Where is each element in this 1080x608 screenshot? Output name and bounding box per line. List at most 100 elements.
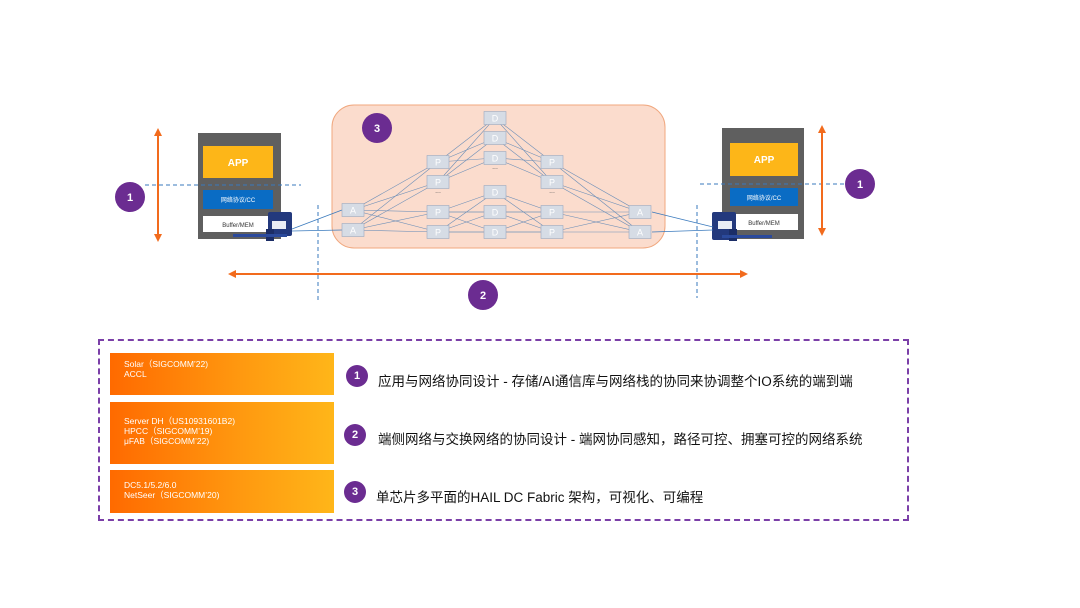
spine-switch-label: D (492, 134, 499, 144)
legend-tag-1-line-2: ACCL (124, 369, 147, 379)
pod-switch-right: P (540, 205, 564, 219)
badge-fabric-number: 3 (374, 123, 380, 135)
legend-desc-3: 单芯片多平面的HAIL DC Fabric 架构，可视化、可编程 (376, 490, 704, 505)
legend-tag-1-line-1: Solar（SIGCOMM’22) (124, 359, 209, 369)
pod-switch-left-label: P (435, 178, 441, 188)
legend-box: Solar（SIGCOMM’22) ACCL 1 应用与网络协同设计 - 存储/… (98, 339, 909, 521)
link-access-pod-left (352, 161, 439, 211)
link-access-pod-right (551, 181, 641, 233)
access-switch-right: A (628, 225, 652, 239)
spine-switch-label: D (492, 208, 499, 218)
link-access-pod-left (352, 181, 439, 231)
link-access-pod-left (352, 161, 439, 231)
right-proto-label: 网络协议/CC (747, 194, 782, 202)
legend-tag-3-line-1: DC5.1/5.2/6.0 (124, 480, 177, 490)
link-right-nic-a2 (651, 229, 714, 233)
spine-switch: D (483, 205, 507, 219)
left-proto-label: 网络协议/CC (221, 196, 256, 204)
pod-switch-right: P (540, 155, 564, 169)
badge-path-number: 2 (480, 290, 486, 302)
pod-switch-left: P (426, 205, 450, 219)
link-access-pod-left (352, 229, 439, 233)
left-buffer-block (203, 216, 273, 232)
spine-switch: D... (483, 151, 507, 171)
pod-switch-right-label: P (549, 208, 555, 218)
legend-tag-2-line-3: μFAB（SIGCOMM’22) (124, 436, 210, 446)
network-diagram: APP 网络协议/CC Buffer/MEM APP 网络协议/CC Buffe… (115, 104, 875, 310)
pod-switch-right-label: P (549, 178, 555, 188)
right-buffer-label: Buffer/MEM (748, 221, 780, 227)
link-pod-spine-right (494, 117, 553, 163)
legend-badge-1: 1 (346, 365, 368, 387)
left-app-block (203, 146, 273, 178)
legend-tag-2-line-1: Server DH（US10931601B2) (124, 416, 236, 426)
legend-badge-2: 2 (344, 424, 366, 446)
link-access-pod-left (352, 209, 439, 213)
spine-switch-ellipsis: ... (492, 164, 498, 171)
link-pod-spine-left (437, 137, 496, 183)
badge-fabric: 3 (362, 113, 392, 143)
pod-switch-right: P (540, 225, 564, 239)
link-pod-spine-right (494, 137, 553, 183)
pod-switch-left: P (426, 225, 450, 239)
legend-tag-1: Solar（SIGCOMM’22) ACCL (110, 353, 334, 395)
spine-switch: D (483, 111, 507, 125)
right-app-label: APP (754, 155, 775, 166)
left-server: APP 网络协议/CC Buffer/MEM (198, 133, 292, 241)
legend-desc-1: 应用与网络协同设计 - 存储/AI通信库与网络栈的协同来协调整个IO系统的端到端 (378, 374, 853, 389)
badge-right-endpoint-number: 1 (857, 179, 863, 191)
access-switch-left: A (341, 223, 365, 237)
badge-right-endpoint: 1 (845, 169, 875, 199)
access-switch-left-label: A (350, 206, 356, 216)
legend-tag-2-line-2: HPCC（SIGCOMM’19) (124, 426, 213, 436)
access-switch-right-label: A (637, 228, 643, 238)
left-app-label: APP (228, 158, 249, 169)
legend-desc-2: 端侧网络与交换网络的协同设计 - 端网协同感知，路径可控、拥塞可控的网络系统 (378, 432, 863, 447)
link-pod-spine-left (437, 117, 496, 183)
right-proto-block (730, 188, 798, 206)
pod-switch-right-label: P (549, 158, 555, 168)
spine-switch-label: D (492, 188, 499, 198)
link-access-pod-right (551, 211, 641, 233)
link-access-pod-left (352, 211, 439, 231)
left-nic-port (272, 221, 286, 229)
access-switch-left: A (341, 203, 365, 217)
badge-left-endpoint-number: 1 (127, 192, 133, 204)
left-proto-block (203, 190, 273, 209)
pod-switch-left-ellipsis: ... (435, 188, 441, 195)
access-switch-right-label: A (637, 208, 643, 218)
link-left-nic-a1 (291, 209, 343, 230)
legend-tag-3-line-2: NetSeer（SIGCOMM’20) (124, 490, 220, 500)
right-buffer-block (730, 214, 798, 230)
right-nic-port (718, 221, 732, 229)
spine-switch-label: D (492, 228, 499, 238)
link-right-nic-a1 (651, 211, 714, 228)
spine-switch: D (483, 131, 507, 145)
pod-switch-left-label: P (435, 208, 441, 218)
pod-switch-left: P (426, 155, 450, 169)
pod-switch-right: P... (540, 175, 564, 195)
pod-switch-right-ellipsis: ... (549, 188, 555, 195)
link-pod-spine-left (437, 117, 496, 163)
spine-switch: D (483, 185, 507, 199)
legend-tag-3: DC5.1/5.2/6.0 NetSeer（SIGCOMM’20) (110, 470, 334, 513)
access-switch-left-label: A (350, 226, 356, 236)
left-buffer-label: Buffer/MEM (222, 223, 254, 229)
badge-left-endpoint: 1 (115, 182, 145, 212)
spine-switch-label: D (492, 114, 499, 124)
right-nic-connector (722, 235, 772, 238)
link-pod-spine-right (494, 117, 553, 183)
right-app-block (730, 143, 798, 176)
pod-switch-left-label: P (435, 228, 441, 238)
legend-tag-2: Server DH（US10931601B2) HPCC（SIGCOMM’19)… (110, 402, 334, 464)
pod-switch-right-label: P (549, 228, 555, 238)
link-access-pod-right (551, 161, 641, 213)
left-nic-connector (233, 234, 287, 237)
access-switch-right: A (628, 205, 652, 219)
pod-switch-left-label: P (435, 158, 441, 168)
pod-switch-left: P... (426, 175, 450, 195)
badge-path: 2 (468, 280, 498, 310)
link-left-nic-a2 (291, 229, 343, 232)
legend-badge-3: 3 (344, 481, 366, 503)
